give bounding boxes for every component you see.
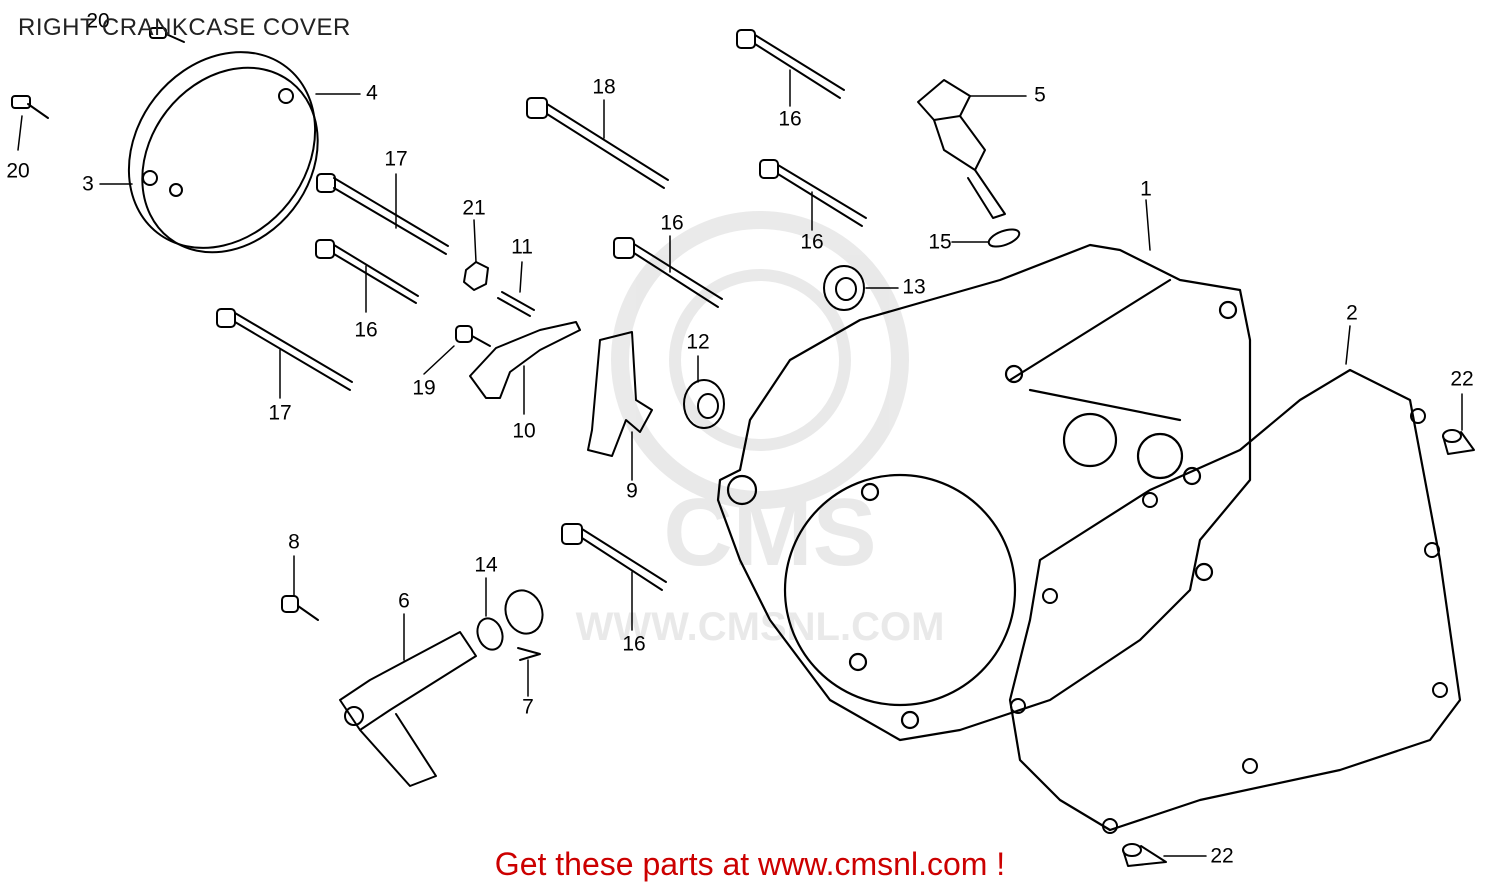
bolt-part-17-upper xyxy=(316,173,449,255)
callout-part-21: 21 xyxy=(462,197,485,220)
callout-part-5: 5 xyxy=(1034,84,1046,107)
callout-part-16-center: 16 xyxy=(660,212,683,235)
callout-part-20-left: 20 xyxy=(6,160,29,183)
callout-part-6: 6 xyxy=(398,590,410,613)
screw-part-20-top xyxy=(149,27,185,43)
nut-part-21 xyxy=(463,261,489,291)
callout-part-16-mid: 16 xyxy=(800,231,823,254)
o-ring-part-15 xyxy=(987,228,1021,248)
promo-link[interactable]: Get these parts at www.cmsnl.com ! xyxy=(494,846,1006,882)
screw-part-20-left xyxy=(11,95,49,119)
callout-part-13: 13 xyxy=(902,276,925,299)
watermark-cms-text: CMS xyxy=(663,479,876,586)
callout-part-22-upper: 22 xyxy=(1450,368,1473,391)
washer-part-14 xyxy=(476,617,504,651)
callout-part-20-top: 20 xyxy=(86,10,109,33)
callout-part-19: 19 xyxy=(412,377,435,400)
leader-lines xyxy=(17,69,1463,857)
bolt-part-19 xyxy=(455,325,491,347)
bolt-part-16-mid xyxy=(759,159,867,227)
dowel-pin-part-22-upper xyxy=(1442,429,1475,455)
gasket-holes xyxy=(1010,408,1448,834)
bolt-part-16-center xyxy=(613,237,723,308)
callout-part-7: 7 xyxy=(522,696,534,719)
callout-labels: 1 2 3 4 5 6 7 8 9 10 11 12 13 14 15 16 1… xyxy=(6,10,1473,868)
callout-part-10: 10 xyxy=(512,420,535,443)
callout-part-14: 14 xyxy=(474,554,498,577)
callout-part-15: 15 xyxy=(928,231,951,254)
bolt-part-16-bottom xyxy=(561,523,667,591)
callout-part-1: 1 xyxy=(1140,178,1152,201)
dowel-pin-part-22-lower xyxy=(1122,843,1167,867)
bolt-part-17-lower xyxy=(216,308,353,391)
page-title: RIGHT CRANKCASE COVER xyxy=(18,14,351,41)
shaft-part-6 xyxy=(339,631,477,787)
gasket-part-2 xyxy=(1008,368,1462,832)
plate-part-9 xyxy=(587,331,653,457)
bolt-part-8 xyxy=(281,595,319,621)
callout-part-17-lower: 17 xyxy=(268,402,291,425)
arm-part-10 xyxy=(469,321,581,399)
callout-part-16-left: 16 xyxy=(354,319,377,342)
callout-part-16-topcenter: 16 xyxy=(778,108,801,131)
callout-part-8: 8 xyxy=(288,531,300,554)
bearing-part-12 xyxy=(683,379,725,429)
callout-part-9: 9 xyxy=(626,480,638,503)
callout-part-18: 18 xyxy=(592,76,615,99)
callout-part-16-bottom: 16 xyxy=(622,633,645,656)
crankcase-cover-part-1 xyxy=(716,243,1252,742)
bolt-part-16-left xyxy=(315,239,419,304)
bolt-part-18 xyxy=(526,97,669,189)
bearing-part-13 xyxy=(823,265,865,311)
spring-part-7 xyxy=(504,589,544,661)
pin-part-11 xyxy=(497,291,535,317)
watermark-logo: CMS WWW.CMSNL.COM xyxy=(576,211,945,649)
callout-part-17-upper: 17 xyxy=(384,148,407,171)
clutch-cover-ring xyxy=(127,51,319,254)
bolt-part-16-topcenter xyxy=(736,29,845,99)
callout-part-22-lower: 22 xyxy=(1210,845,1233,868)
callout-part-4: 4 xyxy=(366,82,378,105)
oil-filler-plug xyxy=(917,79,1006,219)
promo-banner: Get these parts at www.cmsnl.com ! xyxy=(0,846,1500,883)
callout-part-12: 12 xyxy=(686,331,709,354)
callout-part-3: 3 xyxy=(82,173,94,196)
callout-part-11: 11 xyxy=(511,236,533,259)
watermark-url-text: WWW.CMSNL.COM xyxy=(576,605,945,649)
callout-part-2: 2 xyxy=(1346,302,1358,325)
